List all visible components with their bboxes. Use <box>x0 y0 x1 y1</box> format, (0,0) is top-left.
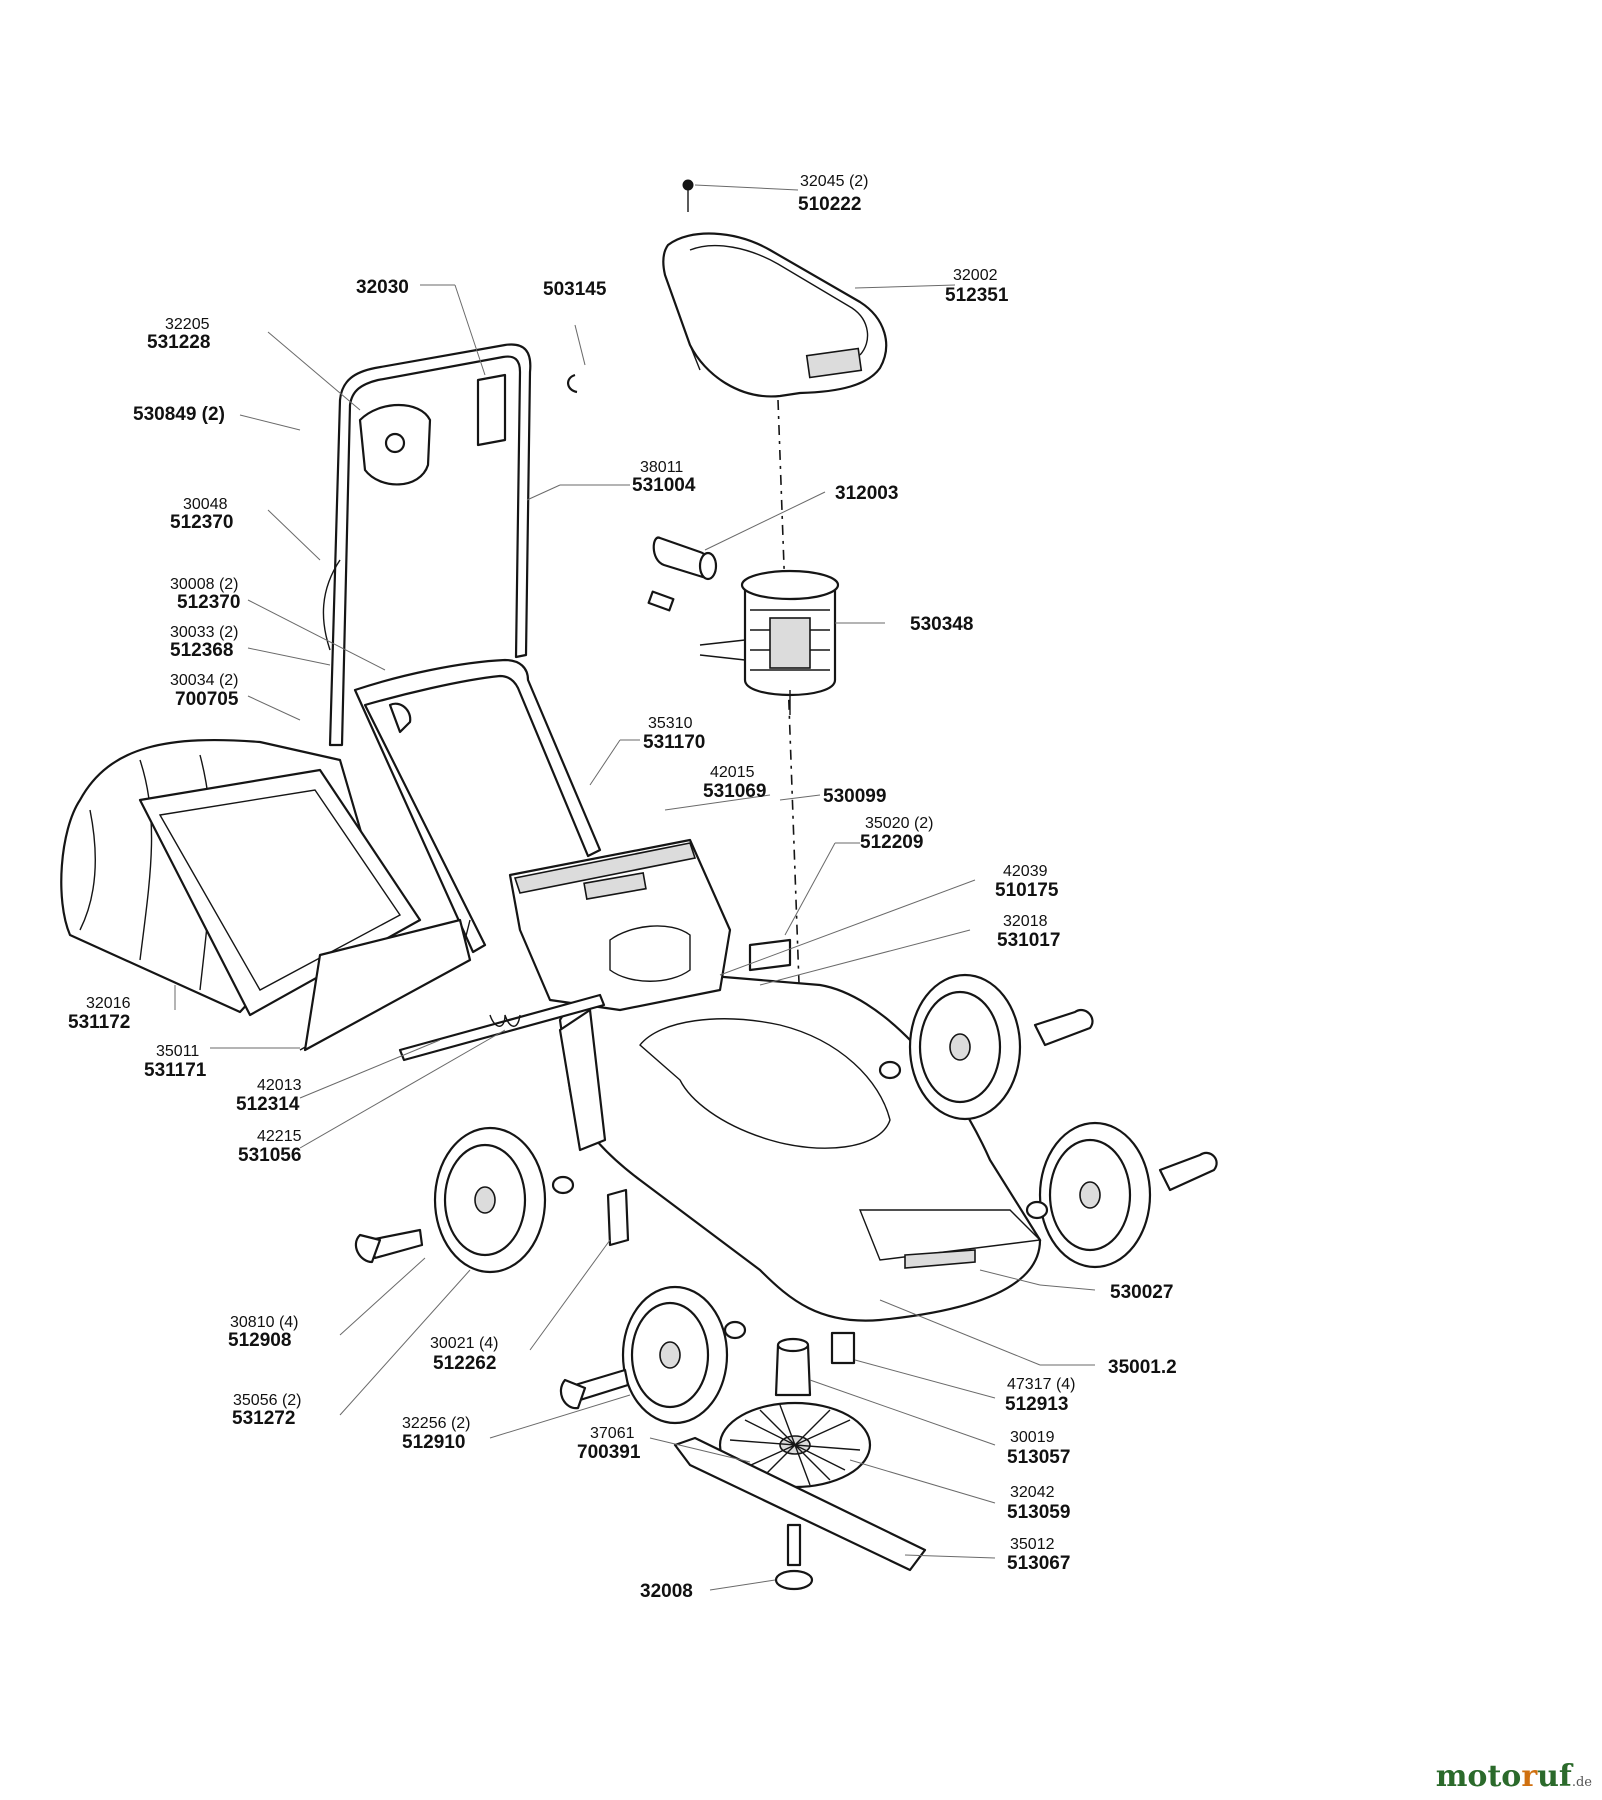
blade-adapter <box>774 1331 856 1397</box>
pn-512262: 512262 <box>433 1353 496 1374</box>
ref-42013: 42013 <box>257 1077 302 1094</box>
pn-530099: 530099 <box>823 786 886 807</box>
handle-lower <box>353 658 602 954</box>
ref-38011: 38011 <box>640 459 683 476</box>
pn-512913: 512913 <box>1005 1394 1068 1415</box>
pn-312003: 312003 <box>835 483 898 504</box>
pn-513057: 513057 <box>1007 1447 1070 1468</box>
pn-512910: 512910 <box>402 1432 465 1453</box>
ref-32205: 32205 <box>165 316 210 333</box>
pn-700705: 700705 <box>175 689 239 710</box>
wheel-front-left <box>354 1126 575 1274</box>
ref-30810: 30810 (4) <box>230 1314 299 1331</box>
ref-30019: 30019 <box>1010 1429 1055 1446</box>
electric-motor <box>699 569 840 715</box>
switch-box <box>748 938 792 972</box>
pn-512370-b: 512370 <box>177 592 240 613</box>
pn-32030: 32030 <box>356 277 409 298</box>
wheel-rear-left <box>559 1285 747 1425</box>
pn-531069: 531069 <box>703 781 766 802</box>
clip <box>567 373 578 394</box>
pn-32008: 32008 <box>640 1581 693 1602</box>
pn-512351: 512351 <box>945 285 1009 306</box>
height-bracket <box>606 1188 630 1247</box>
motor-housing <box>508 838 732 1012</box>
pn-513059: 513059 <box>1007 1502 1070 1523</box>
ref-42039: 42039 <box>1003 863 1048 880</box>
watermark-part1: moto <box>1435 1759 1522 1794</box>
ref-35012: 35012 <box>1010 1536 1055 1553</box>
impeller-fan <box>718 1401 872 1489</box>
ref-30033: 30033 (2) <box>170 624 239 641</box>
cutting-blade <box>673 1436 927 1572</box>
motor-cover <box>662 179 888 398</box>
ref-35056: 35056 (2) <box>233 1392 302 1409</box>
pn-513067: 513067 <box>1007 1553 1070 1574</box>
ref-32256: 32256 (2) <box>402 1415 471 1432</box>
pn-530027: 530027 <box>1110 1282 1173 1303</box>
pn-510222: 510222 <box>798 194 861 215</box>
pn-531272: 531272 <box>232 1408 295 1429</box>
ref-35011: 35011 <box>156 1043 199 1060</box>
ref-35310: 35310 <box>648 715 693 732</box>
watermark-part3: uf <box>1537 1759 1572 1794</box>
pn-530348: 530348 <box>910 614 973 635</box>
ref-42015: 42015 <box>710 764 755 781</box>
pn-531004: 531004 <box>632 475 696 496</box>
pn-510175: 510175 <box>995 880 1059 901</box>
capacitor <box>647 536 718 612</box>
blade-bolt <box>774 1523 814 1591</box>
pn-531017: 531017 <box>997 930 1060 951</box>
height-adjust-rod <box>398 993 606 1062</box>
pn-531171: 531171 <box>144 1060 207 1081</box>
grass-bag-frame <box>303 918 472 1052</box>
ref-30048: 30048 <box>183 496 228 513</box>
ref-30034: 30034 (2) <box>170 672 239 689</box>
ref-42215: 42215 <box>257 1128 302 1145</box>
leader-lines <box>174 184 1096 1591</box>
ref-32018: 32018 <box>1003 913 1048 930</box>
handle-upper <box>322 343 532 747</box>
pn-512209: 512209 <box>860 832 923 853</box>
ref-30008: 30008 (2) <box>170 576 239 593</box>
pn-512370-a: 512370 <box>170 512 233 533</box>
pn-512368: 512368 <box>170 640 233 661</box>
pn-35001-2: 35001.2 <box>1108 1357 1177 1378</box>
pn-503145: 503145 <box>543 279 607 300</box>
adjust-spring <box>489 1014 521 1027</box>
watermark-tld: .de <box>1571 1775 1592 1790</box>
ref-47317: 47317 (4) <box>1007 1376 1076 1393</box>
pn-531056: 531056 <box>238 1145 301 1166</box>
site-watermark: motoruf.de <box>1436 1759 1592 1794</box>
wheel-rear-right <box>1025 1121 1218 1269</box>
mower-drawing <box>60 179 1218 1591</box>
watermark-part2: r <box>1521 1759 1538 1794</box>
ref-35020: 35020 (2) <box>865 815 934 832</box>
pn-530849: 530849 (2) <box>133 404 225 425</box>
pn-531228: 531228 <box>147 332 210 353</box>
pn-700391: 700391 <box>577 1442 641 1463</box>
pn-531170: 531170 <box>643 732 705 753</box>
ref-32045: 32045 (2) <box>800 173 869 190</box>
ref-32016: 32016 <box>86 995 131 1012</box>
grass-bag <box>60 738 471 1051</box>
ref-32042: 32042 <box>1010 1484 1055 1501</box>
part-labels: 32045 (2) 510222 32002 512351 32030 5031… <box>68 173 1177 1602</box>
ref-32002: 32002 <box>953 267 998 284</box>
pn-531172: 531172 <box>68 1012 130 1033</box>
wheel-front-right <box>878 973 1094 1121</box>
ref-30021: 30021 (4) <box>430 1335 499 1352</box>
pn-512314: 512314 <box>236 1094 300 1115</box>
ref-37061: 37061 <box>590 1425 635 1442</box>
pn-512908: 512908 <box>228 1330 291 1351</box>
